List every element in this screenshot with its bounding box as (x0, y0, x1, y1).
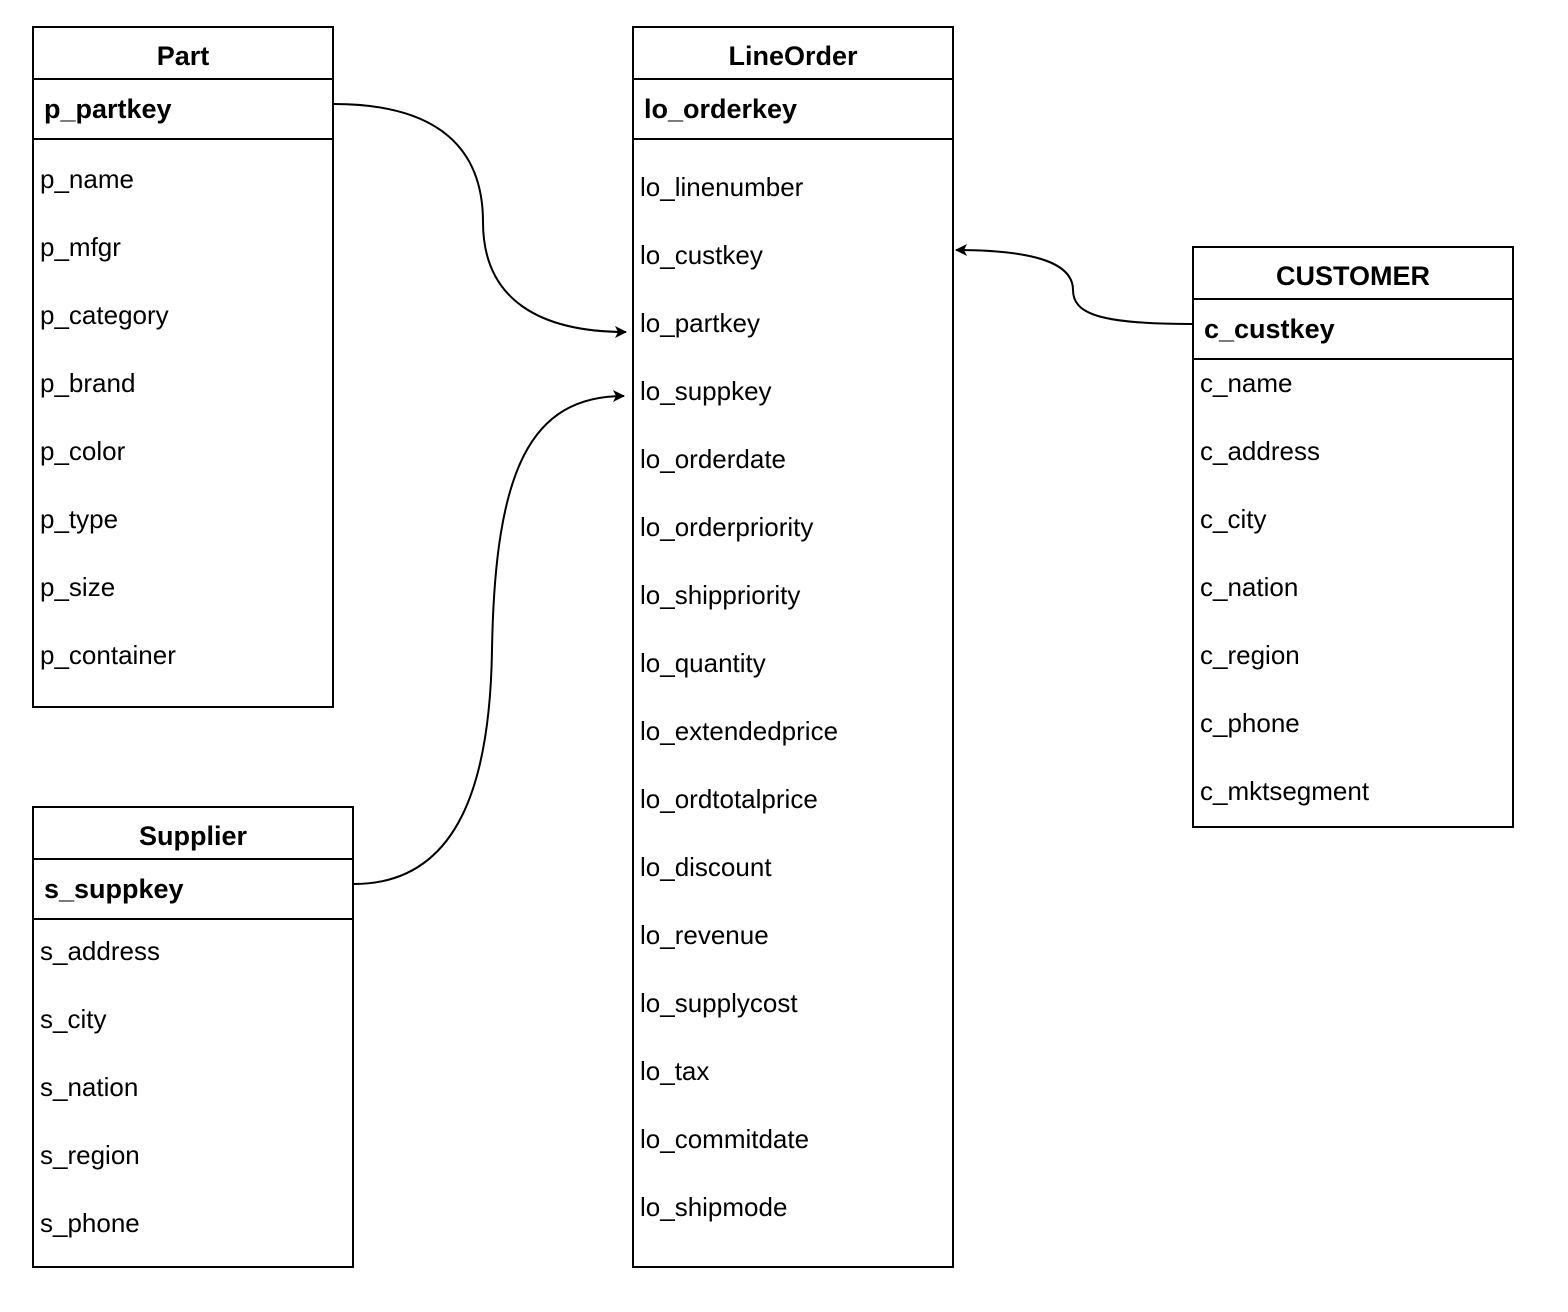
field: p_mfgr (40, 232, 121, 262)
field: p_category (40, 300, 169, 330)
field: lo_commitdate (640, 1124, 810, 1154)
entity-part[interactable]: Part p_partkey p_name p_mfgr p_category … (32, 26, 334, 708)
entity-title: CUSTOMER (1194, 248, 1512, 300)
field: lo_ordtotalprice (640, 784, 818, 814)
connector-supplier-to-lineorder (353, 390, 625, 885)
field: lo_shipmode (640, 1192, 788, 1222)
field: c_address (1200, 436, 1320, 466)
connector-customer-to-lineorder (955, 244, 1193, 325)
field: c_region (1200, 640, 1300, 670)
field: p_type (40, 504, 119, 534)
field: lo_suppkey (640, 376, 772, 406)
connector-part-to-lineorder (333, 103, 627, 338)
field: p_name (40, 164, 134, 194)
field: s_phone (40, 1208, 140, 1238)
field: lo_shippriority (640, 580, 801, 610)
field: s_region (40, 1140, 140, 1170)
field: c_nation (1200, 572, 1299, 602)
field: lo_quantity (640, 648, 766, 678)
field: c_phone (1200, 708, 1300, 738)
field: c_name (1200, 368, 1293, 398)
field: lo_custkey (640, 240, 763, 270)
field: lo_discount (640, 852, 772, 882)
field: lo_linenumber (640, 172, 804, 202)
primary-key-field: c_custkey (1194, 300, 1512, 360)
primary-key-field: lo_orderkey (634, 80, 952, 140)
primary-key-field: s_suppkey (34, 860, 352, 920)
field: p_container (40, 640, 176, 670)
entity-lineorder[interactable]: LineOrder lo_orderkey lo_linenumber lo_c… (632, 26, 954, 1268)
field: p_brand (40, 368, 136, 398)
field: lo_revenue (640, 920, 769, 950)
field: lo_tax (640, 1056, 710, 1086)
entity-title: LineOrder (634, 28, 952, 80)
field: s_address (40, 936, 160, 966)
field: lo_partkey (640, 308, 760, 338)
field: p_color (40, 436, 126, 466)
field: c_city (1200, 504, 1267, 534)
entity-customer[interactable]: CUSTOMER c_custkey c_name c_address c_ci… (1192, 246, 1514, 828)
entity-title: Supplier (34, 808, 352, 860)
primary-key-field: p_partkey (34, 80, 332, 140)
entity-title: Part (34, 28, 332, 80)
field: s_city (40, 1004, 107, 1034)
field: lo_orderpriority (640, 512, 814, 542)
field: s_nation (40, 1072, 139, 1102)
field: p_size (40, 572, 116, 602)
field: c_mktsegment (1200, 776, 1370, 806)
field: lo_supplycost (640, 988, 798, 1018)
field: lo_orderdate (640, 444, 786, 474)
entity-supplier[interactable]: Supplier s_suppkey s_address s_city s_na… (32, 806, 354, 1268)
field: lo_extendedprice (640, 716, 839, 746)
